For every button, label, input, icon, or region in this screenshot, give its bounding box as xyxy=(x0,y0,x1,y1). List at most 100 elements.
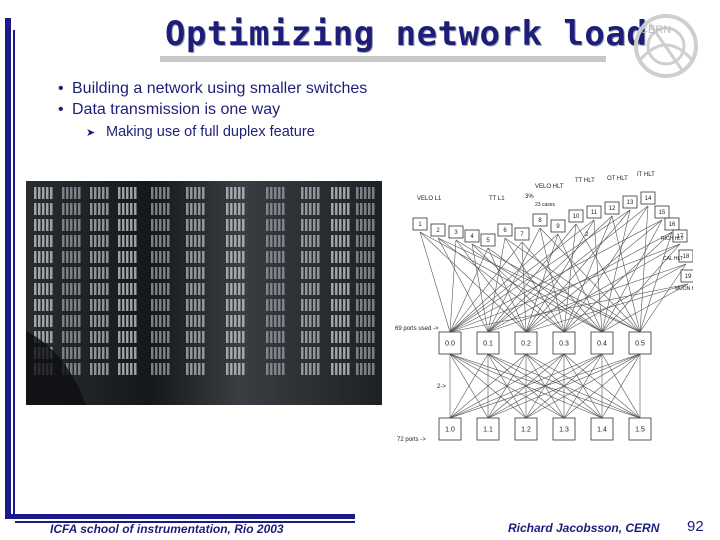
input-port-box xyxy=(412,217,428,231)
ports-used-label: 69 ports used -> xyxy=(395,326,439,332)
input-port-box xyxy=(514,227,530,241)
link-line xyxy=(525,243,681,333)
input-port-label: 13 xyxy=(627,200,634,206)
link-line xyxy=(449,353,489,419)
switch-row2-box xyxy=(514,417,538,441)
switch-row1-box xyxy=(590,331,614,355)
switch-row1-label: 0.2 xyxy=(521,340,531,347)
switch-row1-label: 0.1 xyxy=(483,340,493,347)
switch-rack-photo xyxy=(26,181,382,405)
input-port-box xyxy=(640,191,656,205)
switch-row2-box xyxy=(590,417,614,441)
mid-label: 2-> xyxy=(437,384,446,390)
sub-bullet-text: Making use of full duplex feature xyxy=(106,124,315,140)
left-accent-line xyxy=(13,30,15,518)
switch-rack-image xyxy=(26,181,382,405)
switch-row2-label: 1.3 xyxy=(559,426,569,433)
bottom-accent-line xyxy=(15,521,355,523)
ports-label: 72 ports -> xyxy=(397,437,426,443)
side-label: MUON HLT xyxy=(675,286,693,292)
bullet-text: Building a network using smaller switche… xyxy=(72,80,368,97)
link-line xyxy=(487,247,603,333)
input-port-box xyxy=(464,229,480,243)
switch-row1-label: 0.0 xyxy=(445,340,455,347)
link-line xyxy=(601,243,681,333)
link-line xyxy=(449,247,489,333)
link-line xyxy=(419,231,451,333)
link-line xyxy=(449,241,523,333)
input-port-label: 17 xyxy=(677,234,684,240)
switch-row1-box xyxy=(552,331,576,355)
link-line xyxy=(455,239,527,333)
side-label: CAL HLT xyxy=(663,256,683,262)
top-label: VELO HLT xyxy=(535,184,564,190)
top-annotation: 23 cases xyxy=(535,202,556,208)
page-number: 92 xyxy=(687,518,704,535)
input-port-box xyxy=(550,219,566,233)
link-line xyxy=(563,353,641,419)
link-line xyxy=(487,353,641,419)
link-line xyxy=(525,209,631,333)
link-line xyxy=(449,353,565,419)
slide-title: Optimizing network load xyxy=(165,14,648,54)
sub-bullet-item: ➤Making use of full duplex feature xyxy=(86,120,658,145)
link-line xyxy=(449,233,559,333)
bottom-accent-bar xyxy=(5,514,355,519)
switch-row2-label: 1.5 xyxy=(635,426,645,433)
input-port-label: 11 xyxy=(591,210,598,216)
link-line xyxy=(449,209,631,333)
link-line xyxy=(563,205,649,333)
input-port-label: 15 xyxy=(659,210,666,216)
link-line xyxy=(419,231,527,333)
side-label: RICH HLT xyxy=(661,236,684,242)
input-port-box xyxy=(678,249,693,263)
input-port-label: 14 xyxy=(645,196,652,202)
switch-row2-box xyxy=(628,417,652,441)
input-port-label: 1 xyxy=(418,222,422,228)
input-port-label: 12 xyxy=(609,206,616,212)
bullet-item: •Data transmission is one way xyxy=(58,101,281,118)
switch-row2-box xyxy=(438,417,462,441)
footer-conference: ICFA school of instrumentation, Rio 2003 xyxy=(50,522,284,536)
input-port-box xyxy=(622,195,638,209)
input-port-box xyxy=(664,217,680,231)
link-line xyxy=(437,237,565,333)
link-line xyxy=(639,231,673,333)
link-line xyxy=(525,219,663,333)
footer-author: Richard Jacobsson, CERN xyxy=(508,521,660,535)
input-port-label: 7 xyxy=(520,232,524,238)
switch-row1-box xyxy=(514,331,538,355)
title-block: Optimizing network load xyxy=(165,14,647,54)
switch-row2-label: 1.2 xyxy=(521,426,531,433)
link-line xyxy=(601,219,663,333)
top-label: OT HLT xyxy=(607,176,628,182)
top-annotation: 2 xyxy=(585,232,589,238)
input-port-label: 19 xyxy=(685,274,692,280)
link-line xyxy=(449,353,603,419)
switch-row1-box xyxy=(628,331,652,355)
switch-row2-label: 1.0 xyxy=(445,426,455,433)
link-line xyxy=(539,227,641,333)
link-line xyxy=(419,231,603,333)
link-line xyxy=(449,283,689,333)
input-port-label: 3 xyxy=(454,230,458,236)
link-line xyxy=(449,243,681,333)
switch-row1-label: 0.4 xyxy=(597,340,607,347)
link-line xyxy=(471,243,565,333)
input-port-box xyxy=(448,225,464,239)
link-line xyxy=(525,283,689,333)
input-port-label: 2 xyxy=(436,228,440,234)
switch-row2-label: 1.1 xyxy=(483,426,493,433)
bullet-text: Data transmission is one way xyxy=(72,101,281,118)
link-line xyxy=(471,243,489,333)
link-line xyxy=(487,263,687,333)
bullet-list: •Building a network using smaller switch… xyxy=(58,78,658,145)
link-line xyxy=(504,237,565,333)
input-port-label: 18 xyxy=(683,254,690,260)
link-line xyxy=(563,223,577,333)
input-port-label: 6 xyxy=(503,228,507,234)
link-line xyxy=(539,227,565,333)
title-underline xyxy=(160,56,606,62)
link-line xyxy=(601,353,641,419)
top-label: TT HLT xyxy=(575,178,595,184)
